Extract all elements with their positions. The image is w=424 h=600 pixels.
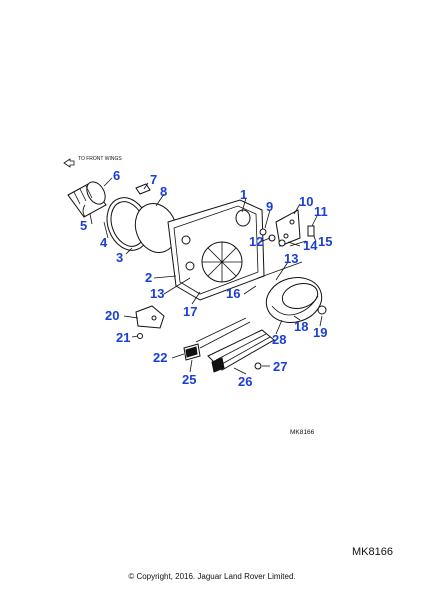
callout-19: 19: [313, 325, 327, 340]
arrow-icon: [63, 158, 75, 168]
callout-9: 9: [266, 199, 273, 214]
callout-18: 18: [294, 319, 308, 334]
callout-3: 3: [116, 250, 123, 265]
callout-27: 27: [273, 359, 287, 374]
callout-22: 22: [153, 350, 167, 365]
callout-4: 4: [100, 235, 108, 250]
callout-1: 1: [240, 187, 247, 202]
copyright-text: © Copyright, 2016. Jaguar Land Rover Lim…: [128, 572, 296, 581]
callout-13-left: 13: [150, 286, 164, 301]
callout-14: 14: [303, 238, 318, 253]
callout-11: 11: [314, 204, 328, 219]
diagram-code: MK8166: [352, 546, 393, 558]
callout-28: 28: [272, 332, 286, 347]
hose-part-6: [67, 181, 107, 218]
callout-2: 2: [145, 270, 152, 285]
control-part-22: [183, 343, 201, 361]
bracket-part-10: [275, 209, 301, 247]
callout-21: 21: [116, 330, 130, 345]
callout-8: 8: [160, 184, 167, 199]
nut-19: [317, 305, 327, 315]
screw-27: [254, 362, 262, 370]
callout-6: 6: [113, 168, 120, 183]
leader-lines: [89, 177, 323, 375]
callout-20: 20: [105, 308, 119, 323]
duct-part-26: [207, 329, 275, 373]
callout-7: 7: [150, 172, 157, 187]
callout-12: 12: [249, 234, 263, 249]
clip-7: [135, 183, 151, 195]
callout-26: 26: [238, 374, 252, 389]
heater-housing-part-1: [167, 199, 265, 301]
bracket-part-20: [135, 305, 165, 329]
callout-15: 15: [318, 234, 332, 249]
fan-part-28: [265, 277, 323, 323]
callout-17: 17: [183, 304, 197, 319]
screw-21: [137, 333, 143, 339]
callout-10: 10: [299, 194, 313, 209]
callout-5: 5: [80, 218, 87, 233]
diagram-code-inner: MK8166: [290, 429, 315, 436]
control-rods: [195, 261, 303, 349]
callout-13-right: 13: [284, 251, 298, 266]
callout-25: 25: [182, 372, 196, 387]
hose-clip-5: [82, 204, 86, 218]
note-to-front-wings: TO FRONT WINGS: [78, 156, 122, 162]
callout-labels: 6 7 8 5 4 3 1 9 10 11 12 14 15 13 2 13 1…: [80, 168, 332, 389]
callout-16: 16: [226, 286, 240, 301]
